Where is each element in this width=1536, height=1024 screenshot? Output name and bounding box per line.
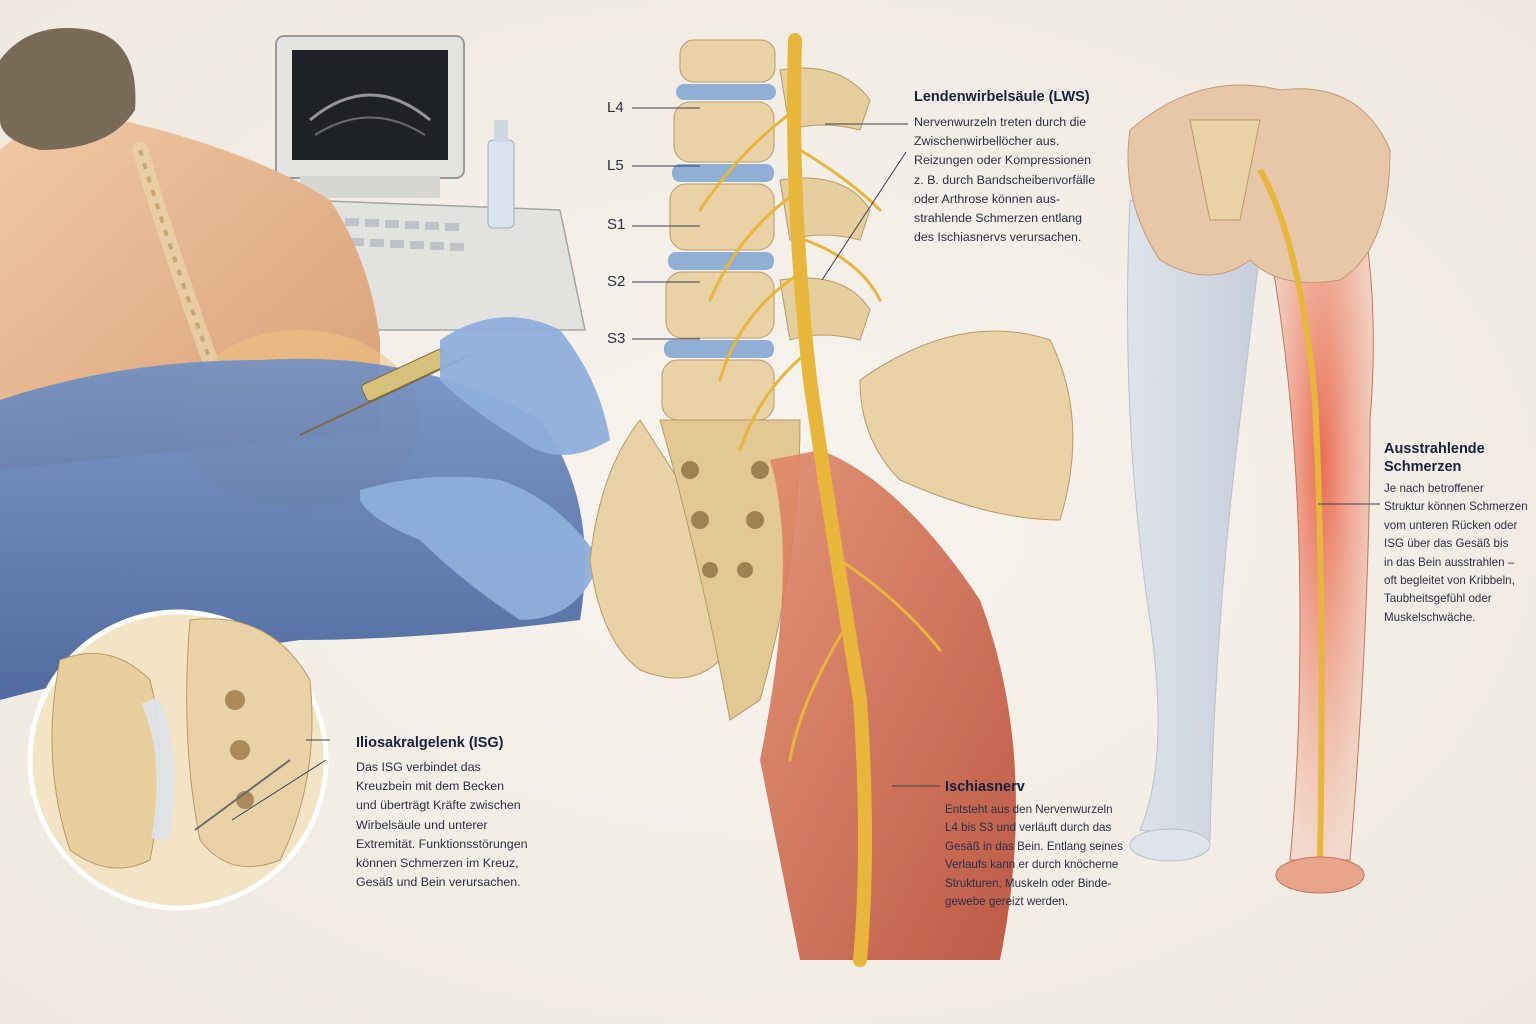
glove-upper-hand — [440, 317, 610, 455]
lws-description: Nervenwurzeln treten durch die Zwischenw… — [914, 115, 1096, 245]
schmerzen-title: Ausstrahlende Schmerzen — [1384, 441, 1485, 475]
vertebra-label-s3: S3 — [607, 330, 626, 347]
isg-description: Das ISG verbindet das Kreuzbein mit dem … — [356, 760, 528, 890]
pelvis-sacrum — [589, 330, 1074, 721]
ischias-description: Entsteht aus den Nervenwurzeln L4 bis S3… — [945, 803, 1123, 909]
legs-back-view — [1127, 84, 1391, 894]
leader-lines — [231, 107, 1380, 821]
gluteal-muscles — [760, 450, 1016, 960]
lumbar-spine — [661, 39, 871, 421]
ultrasound-monitor — [275, 35, 465, 198]
lws-title: Lendenwirbelsäule (LWS) — [914, 89, 1090, 105]
ischias-title: Ischiasnerv — [945, 779, 1025, 795]
schmerzen-description: Je nach betroffener Struktur können Schm… — [1384, 482, 1528, 624]
glove-lower-hand — [360, 476, 600, 620]
sciatic-nerve — [698, 33, 942, 967]
vertebra-label-l4: L4 — [607, 99, 624, 116]
isg-title: Iliosakralgelenk (ISG) — [356, 735, 504, 751]
isg-detail-inset — [27, 609, 329, 911]
vertebra-label-s2: S2 — [607, 273, 626, 290]
vertebra-label-s1: S1 — [607, 216, 626, 233]
vertebra-label-l5: L5 — [607, 157, 624, 174]
